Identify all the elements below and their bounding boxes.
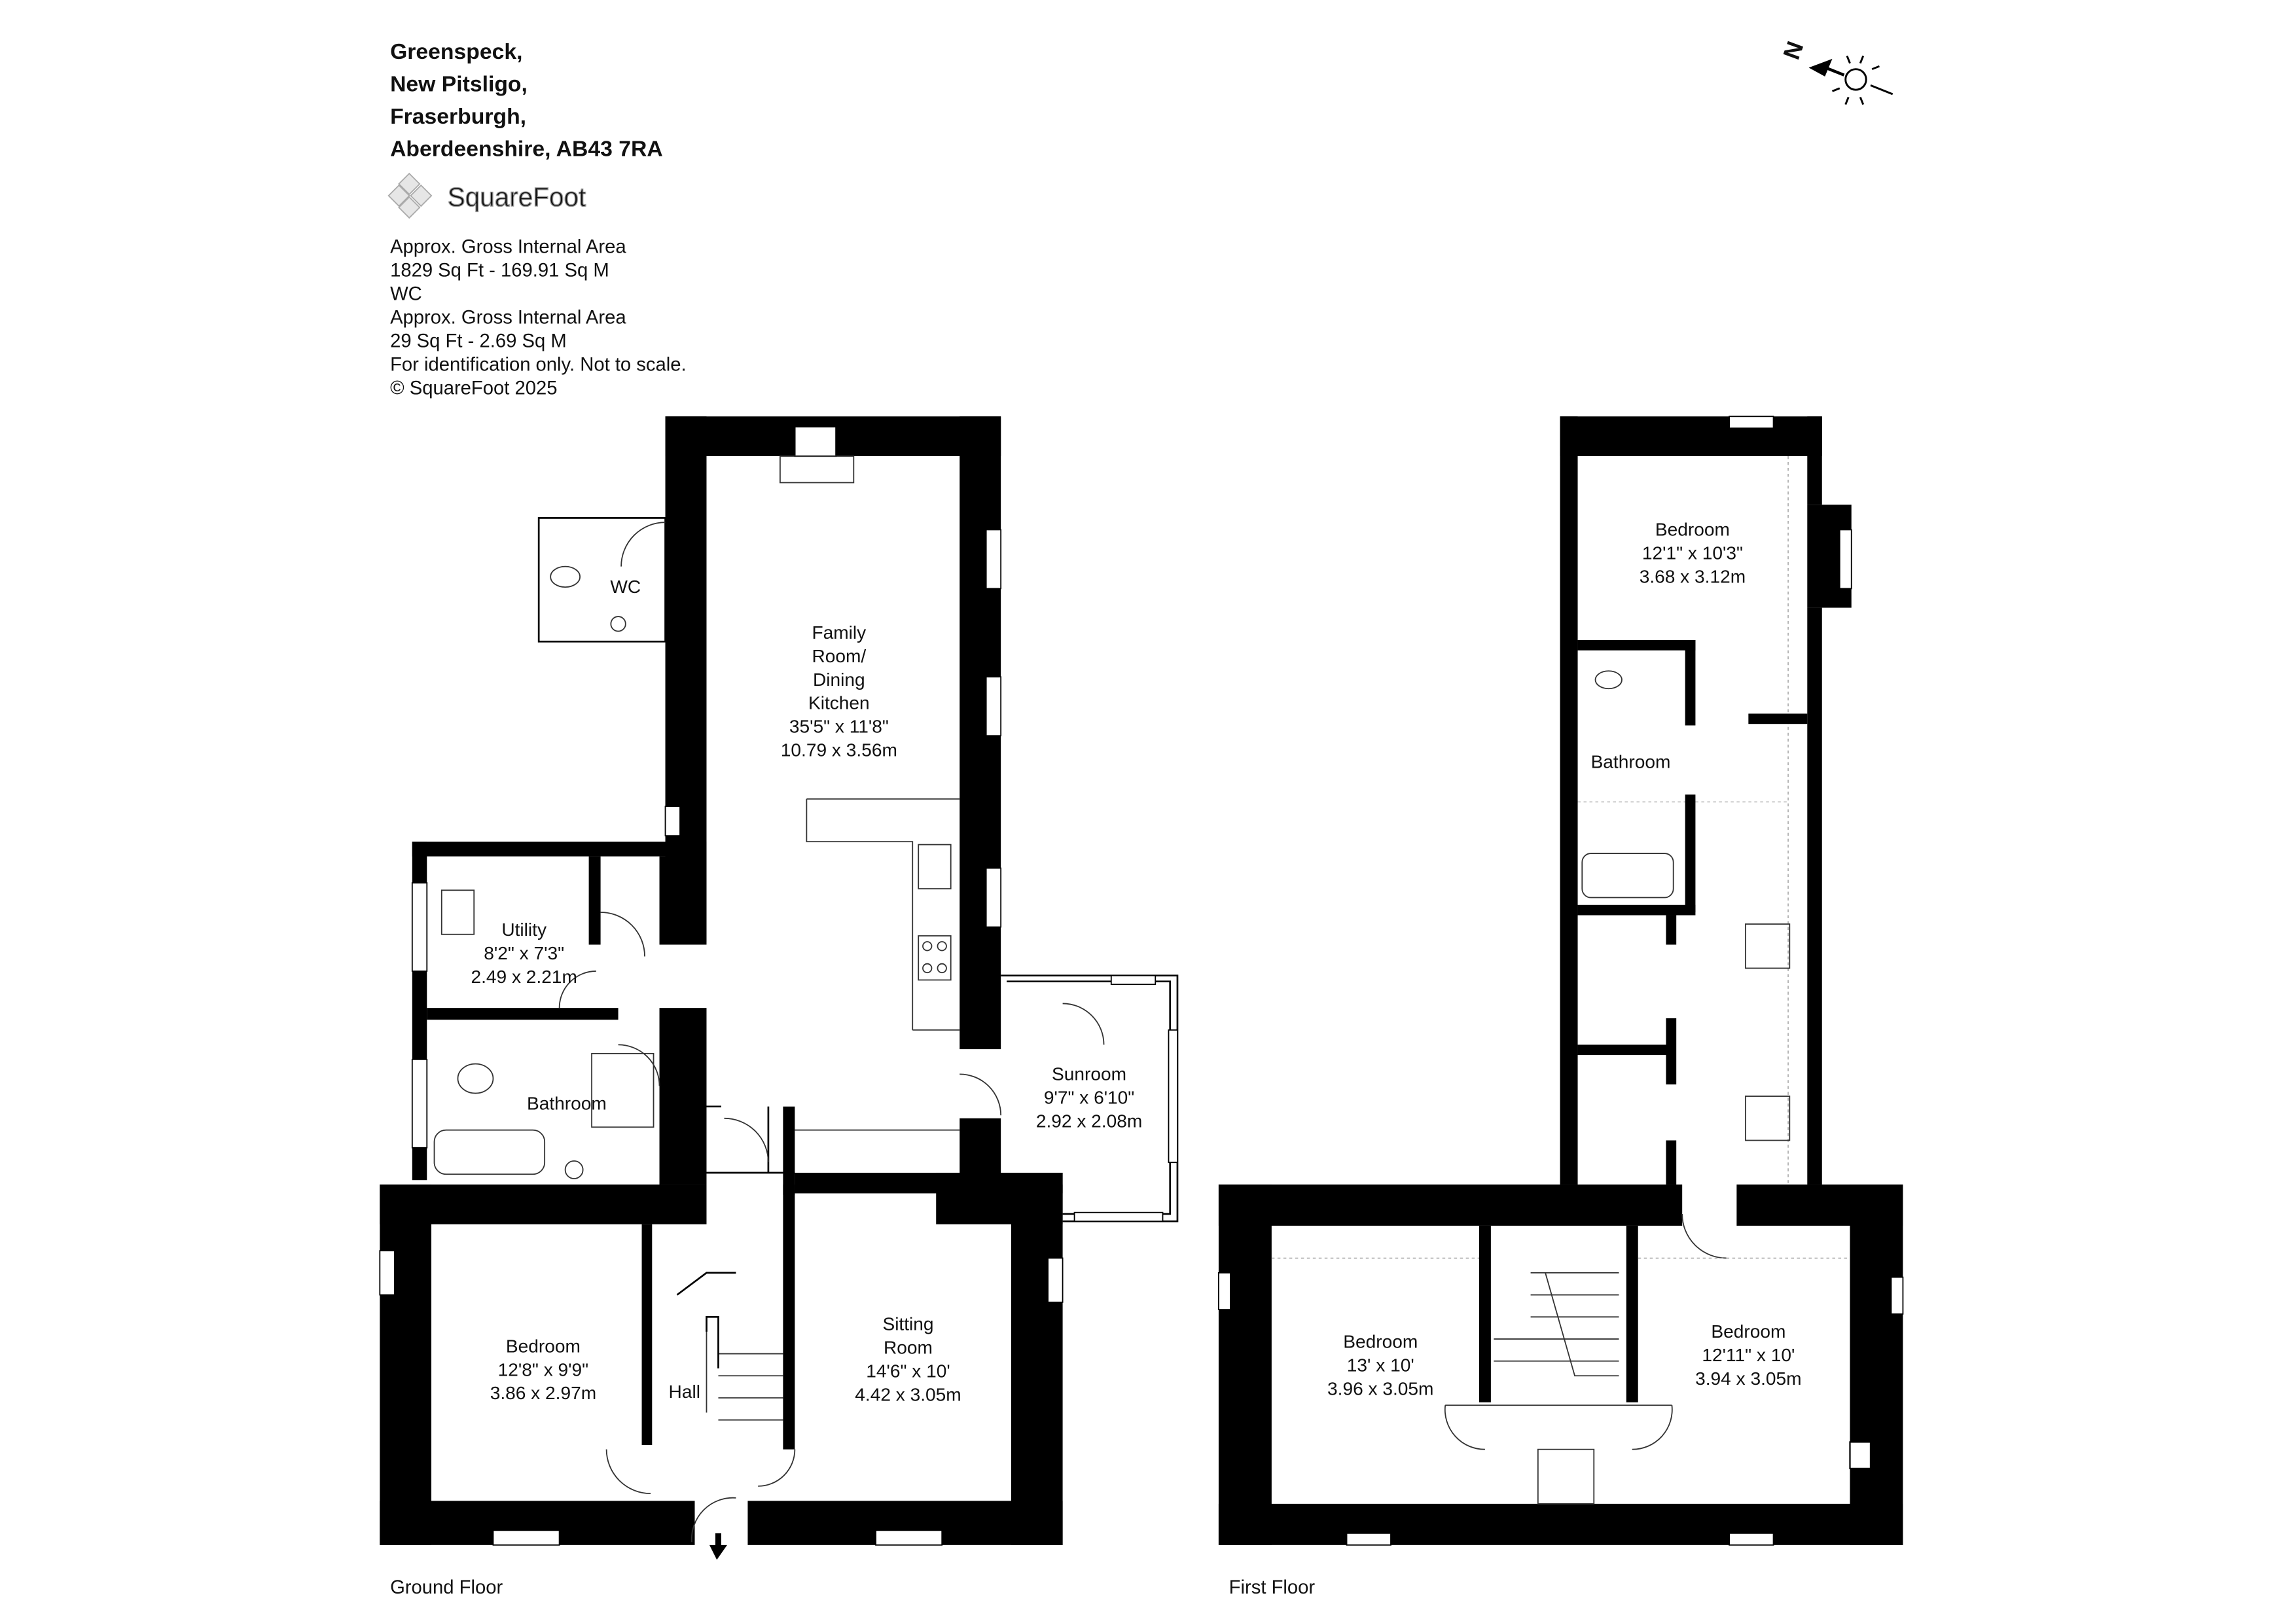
room-name: Dining <box>813 669 865 690</box>
info-line: © SquareFoot 2025 <box>390 378 557 399</box>
room-size: 3.68 x 3.12m <box>1640 566 1746 586</box>
info-line: Approx. Gross Internal Area <box>390 237 626 258</box>
info-line: 29 Sq Ft - 2.69 Sq M <box>390 331 567 352</box>
info-line: For identification only. Not to scale. <box>390 355 687 376</box>
room-label-utility: Utility 8'2" x 7'3" 2.49 x 2.21m <box>471 919 577 987</box>
squarefoot-logo: SquareFoot <box>387 172 586 219</box>
room-name: Bedroom <box>506 1336 581 1356</box>
floor-label-first: First Floor <box>1229 1577 1316 1598</box>
room-label-bedroom-right: Bedroom 12'11" x 10' 3.94 x 3.05m <box>1695 1321 1801 1389</box>
ground-floor-plan: WC Family Room/ Dining Kitchen 35'5" x 1… <box>379 416 1179 1598</box>
room-label-bathroom-first: Bathroom <box>1591 752 1671 772</box>
address-line: Greenspeck, <box>390 39 522 64</box>
room-name: Utility <box>501 919 547 940</box>
room-name: Bedroom <box>1711 1321 1785 1342</box>
room-name: Kitchen <box>808 693 870 713</box>
room-size: 4.42 x 3.05m <box>855 1384 961 1404</box>
floor-label-ground: Ground Floor <box>390 1577 503 1598</box>
room-size: 9'7" x 6'10" <box>1044 1087 1134 1107</box>
room-name: Bedroom <box>1343 1332 1418 1352</box>
room-label-bedroom: Bedroom 12'8" x 9'9" 3.86 x 2.97m <box>490 1336 596 1403</box>
room-size: 2.49 x 2.21m <box>471 967 577 987</box>
room-label-kitchen: Family Room/ Dining Kitchen 35'5" x 11'8… <box>781 622 897 760</box>
room-name: Room <box>884 1338 933 1358</box>
first-floor-plan: Bedroom 12'1" x 10'3" 3.68 x 3.12m Bathr… <box>1218 416 1904 1598</box>
room-size: 10.79 x 3.56m <box>781 740 897 760</box>
info-line: WC <box>390 284 422 305</box>
info-line: 1829 Sq Ft - 169.91 Sq M <box>390 260 609 281</box>
room-name: Bedroom <box>1655 519 1730 539</box>
room-label-bedroom-top: Bedroom 12'1" x 10'3" 3.68 x 3.12m <box>1640 519 1746 586</box>
room-name: Sitting <box>882 1314 933 1334</box>
room-size: 13' x 10' <box>1347 1355 1414 1376</box>
room-size: 12'8" x 9'9" <box>498 1359 588 1380</box>
room-size: 8'2" x 7'3" <box>484 943 564 963</box>
room-label-sitting-room: Sitting Room 14'6" x 10' 4.42 x 3.05m <box>855 1314 961 1405</box>
address-line: Fraserburgh, <box>390 104 526 129</box>
room-size: 35'5" x 11'8" <box>789 717 889 737</box>
room-size: 3.96 x 3.05m <box>1327 1378 1433 1399</box>
room-size: 12'11" x 10' <box>1702 1345 1795 1365</box>
room-label-sunroom: Sunroom 9'7" x 6'10" 2.92 x 2.08m <box>1036 1063 1142 1131</box>
room-label-wc: WC <box>610 577 641 597</box>
room-label-bathroom: Bathroom <box>527 1093 607 1113</box>
address-line: Aberdeenshire, AB43 7RA <box>390 136 663 161</box>
room-size: 2.92 x 2.08m <box>1036 1111 1142 1131</box>
room-size: 12'1" x 10'3" <box>1642 543 1743 563</box>
logo-text: SquareFoot <box>448 182 586 212</box>
address-line: New Pitsligo, <box>390 71 528 96</box>
room-name: Sunroom <box>1052 1063 1126 1084</box>
area-info: Approx. Gross Internal Area 1829 Sq Ft -… <box>390 237 687 399</box>
info-line: Approx. Gross Internal Area <box>390 308 626 329</box>
north-label: N <box>1778 38 1808 63</box>
room-label-bedroom-left: Bedroom 13' x 10' 3.96 x 3.05m <box>1327 1332 1433 1399</box>
address-block: Greenspeck, New Pitsligo, Fraserburgh, A… <box>390 39 663 161</box>
room-size: 14'6" x 10' <box>866 1361 950 1382</box>
room-size: 3.86 x 2.97m <box>490 1383 596 1403</box>
entrance-arrow-icon <box>709 1533 727 1560</box>
room-size: 3.94 x 3.05m <box>1695 1368 1801 1389</box>
room-label-hall: Hall <box>669 1382 700 1402</box>
room-name: Family <box>812 622 866 643</box>
compass-icon: N <box>1778 38 1893 105</box>
room-name: Room/ <box>812 646 866 666</box>
